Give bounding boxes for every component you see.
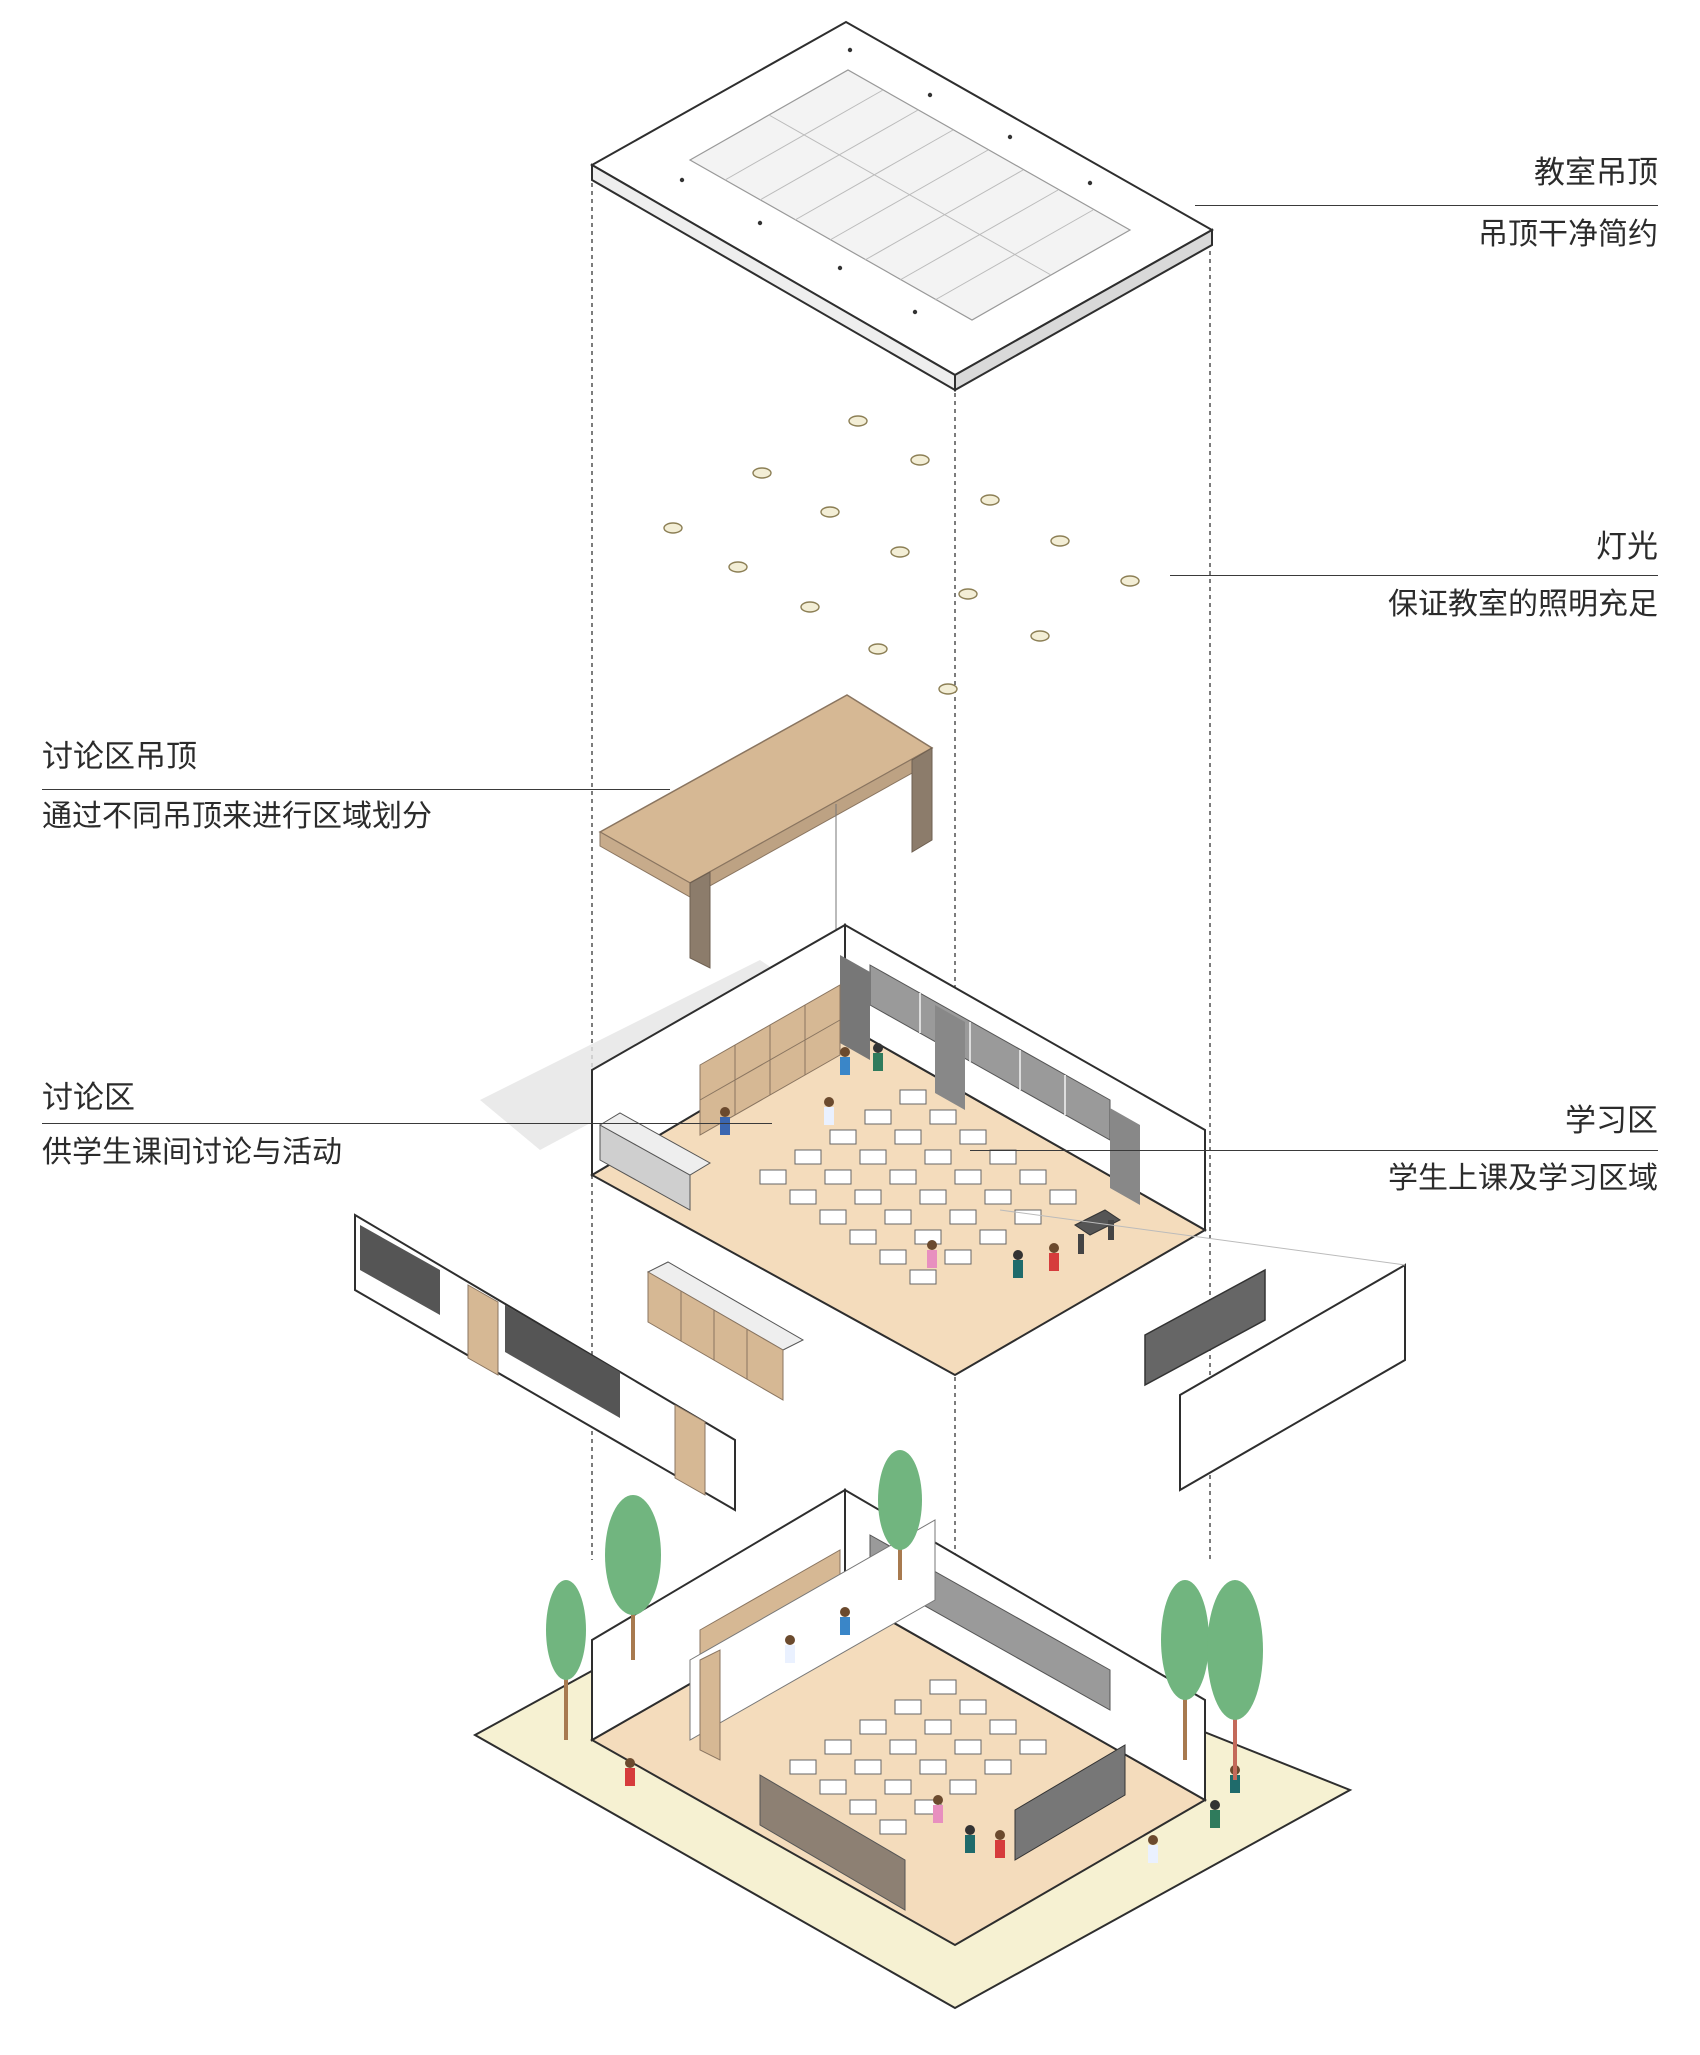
exploded-storage-cabinet <box>646 1261 805 1401</box>
tree <box>546 1580 586 1740</box>
light-fixture <box>848 415 868 427</box>
desk-grid <box>759 1089 1077 1285</box>
light-fixture <box>752 467 772 479</box>
discussion-area-leader-line <box>42 1123 772 1124</box>
light-fixture <box>868 643 888 655</box>
ceiling-leader-line <box>1195 205 1658 206</box>
exploded-front-wall <box>354 1213 736 1512</box>
ceiling-desc: 吊顶干净简约 <box>1478 217 1658 252</box>
lighting-desc: 保证教室的照明充足 <box>1388 587 1658 622</box>
tree <box>1207 1580 1263 1780</box>
discussion-area-desc: 供学生课间讨论与活动 <box>42 1135 342 1170</box>
light-fixture <box>1120 575 1140 587</box>
classroom-assembled <box>589 1488 1240 1947</box>
tree <box>605 1495 661 1660</box>
trees <box>546 1450 1263 1780</box>
exploded-right-wall <box>999 1209 1406 1492</box>
lighting-leader-line <box>1170 575 1658 576</box>
light-fixture <box>938 683 958 695</box>
light-fixture <box>800 601 820 613</box>
light-fixture <box>728 561 748 573</box>
light-fixture <box>1050 535 1070 547</box>
discussion-ceiling-wood <box>598 694 934 1030</box>
classroom-exploded <box>480 923 1208 1377</box>
study-area-title: 学习区 <box>1565 1103 1658 1139</box>
tree <box>1161 1580 1209 1760</box>
light-fixture <box>820 506 840 518</box>
lighting-title: 灯光 <box>1596 529 1658 565</box>
people <box>720 1043 1059 1278</box>
light-fixture <box>1030 630 1050 642</box>
light-fixtures <box>663 415 1140 695</box>
tree <box>878 1450 922 1580</box>
discussion-ceiling-desc: 通过不同吊顶来进行区域划分 <box>42 799 432 834</box>
light-fixture <box>910 454 930 466</box>
discussion-area-title: 讨论区 <box>42 1080 135 1116</box>
ceiling-title: 教室吊顶 <box>1534 155 1658 191</box>
light-fixture <box>890 546 910 558</box>
light-fixture <box>663 522 683 534</box>
light-fixture <box>980 494 1000 506</box>
classroom-ceiling-slab <box>589 20 1215 392</box>
study-area-leader-line <box>970 1150 1658 1151</box>
discussion-ceiling-leader-line <box>42 789 670 790</box>
study-area-desc: 学生上课及学习区域 <box>1388 1161 1658 1196</box>
discussion-ceiling-title: 讨论区吊顶 <box>42 739 197 775</box>
light-fixture <box>958 588 978 600</box>
